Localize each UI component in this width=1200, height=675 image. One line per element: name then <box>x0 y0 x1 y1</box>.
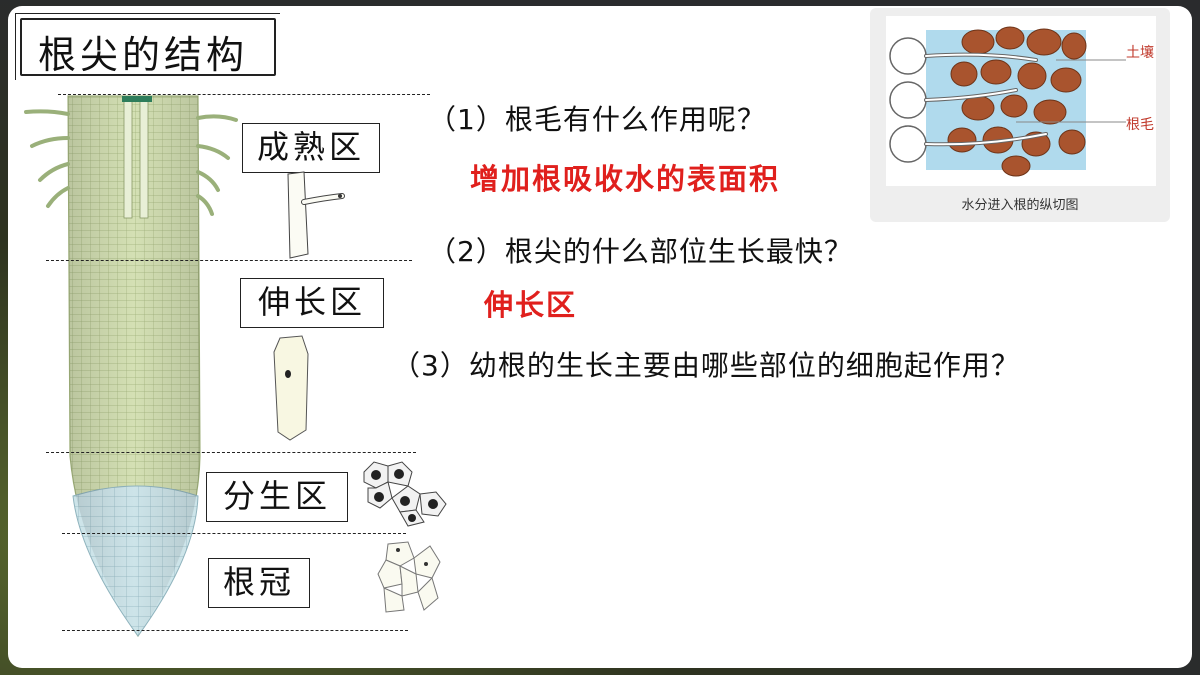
divider-meristem-cap <box>62 533 406 534</box>
water-absorption-inset: 土壤 根毛 水分进入根的纵切图 <box>870 8 1170 222</box>
answer-2: 伸长区 <box>484 288 578 322</box>
elongation-cell-sketch <box>273 335 309 441</box>
zone-label-meristem: 分生区 <box>206 472 348 522</box>
root-tip-illustration <box>24 95 238 638</box>
zone-label-elongation: 伸长区 <box>240 278 384 328</box>
label-soil: 土壤 <box>1126 45 1154 61</box>
answer-1: 增加根吸收水的表面积 <box>470 162 781 196</box>
divider-bottom <box>62 630 408 631</box>
question-2: （2）根尖的什么部位生长最快？ <box>428 235 853 268</box>
meristem-cells-sketch <box>363 461 447 527</box>
root-cap-cells-sketch <box>377 541 441 613</box>
question-3: （3）幼根的生长主要由哪些部位的细胞起作用？ <box>392 349 1020 382</box>
inset-caption: 水分进入根的纵切图 <box>961 198 1079 213</box>
divider-elongation-meristem <box>46 452 416 453</box>
zone-label-root-cap: 根冠 <box>208 558 310 608</box>
title-box: 根尖的结构 <box>15 13 280 80</box>
label-root-hair: 根毛 <box>1126 117 1154 133</box>
divider-maturation-elongation <box>46 260 412 261</box>
slide: 根尖的结构 <box>8 6 1192 668</box>
question-1: （1）根毛有什么作用呢？ <box>428 103 766 136</box>
page-title: 根尖的结构 <box>38 33 249 77</box>
soil-root-hair-diagram <box>886 16 1156 186</box>
zone-label-maturation: 成熟区 <box>242 123 380 173</box>
divider-top <box>58 94 430 95</box>
root-hair-cell-sketch <box>287 171 345 259</box>
